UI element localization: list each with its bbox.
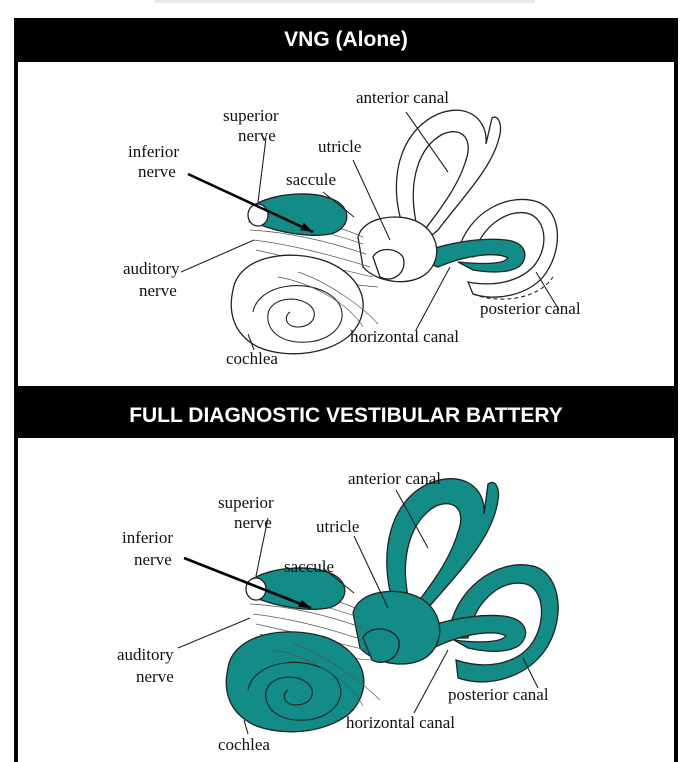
panel-1-title: VNG (Alone) [284,28,408,52]
top-edge-line [155,0,535,3]
saccule-shape [363,629,399,662]
label-inferior-nerve-line2: nerve [138,162,176,181]
label-horizontal-canal: horizontal canal [346,713,455,732]
label-posterior-canal: posterior canal [480,299,581,318]
label-utricle: utricle [318,137,361,156]
label-anterior-canal: anterior canal [348,469,441,488]
panel-1-vng-alone: anterior canal superior nerve utricle in… [18,62,674,386]
inner-ear-diagram-full-battery: anterior canal superior nerve utricle in… [18,438,674,762]
label-inferior-nerve-line2: nerve [134,550,172,569]
label-inferior-nerve-line1: inferior [128,142,179,161]
label-auditory-nerve-line2: nerve [136,667,174,686]
label-superior-nerve-line1: superior [218,493,274,512]
label-saccule: saccule [284,557,334,576]
label-anterior-canal: anterior canal [356,88,449,107]
inner-ear-diagram-vng: anterior canal superior nerve utricle in… [18,62,674,386]
cochlea-shape [226,632,364,732]
label-inferior-nerve-line1: inferior [122,528,173,547]
label-cochlea: cochlea [218,735,270,754]
label-superior-nerve-line2: nerve [238,126,276,145]
figure-frame: VNG (Alone) [14,18,678,762]
panel-2-full-battery: anterior canal superior nerve utricle in… [18,438,674,762]
panel-2-header: FULL DIAGNOSTIC VESTIBULAR BATTERY [14,394,678,438]
cochlea-shape [231,255,363,354]
label-superior-nerve-line2: nerve [234,513,272,532]
panel-1-header: VNG (Alone) [14,18,678,62]
label-auditory-nerve-line2: nerve [139,281,177,300]
label-auditory-nerve-line1: auditory [117,645,174,664]
label-auditory-nerve-line1: auditory [123,259,180,278]
label-saccule: saccule [286,170,336,189]
panel-2-title: FULL DIAGNOSTIC VESTIBULAR BATTERY [129,404,563,428]
label-horizontal-canal: horizontal canal [350,327,459,346]
label-posterior-canal: posterior canal [448,685,549,704]
label-utricle: utricle [316,517,359,536]
label-superior-nerve-line1: superior [223,106,279,125]
label-cochlea: cochlea [226,349,278,368]
